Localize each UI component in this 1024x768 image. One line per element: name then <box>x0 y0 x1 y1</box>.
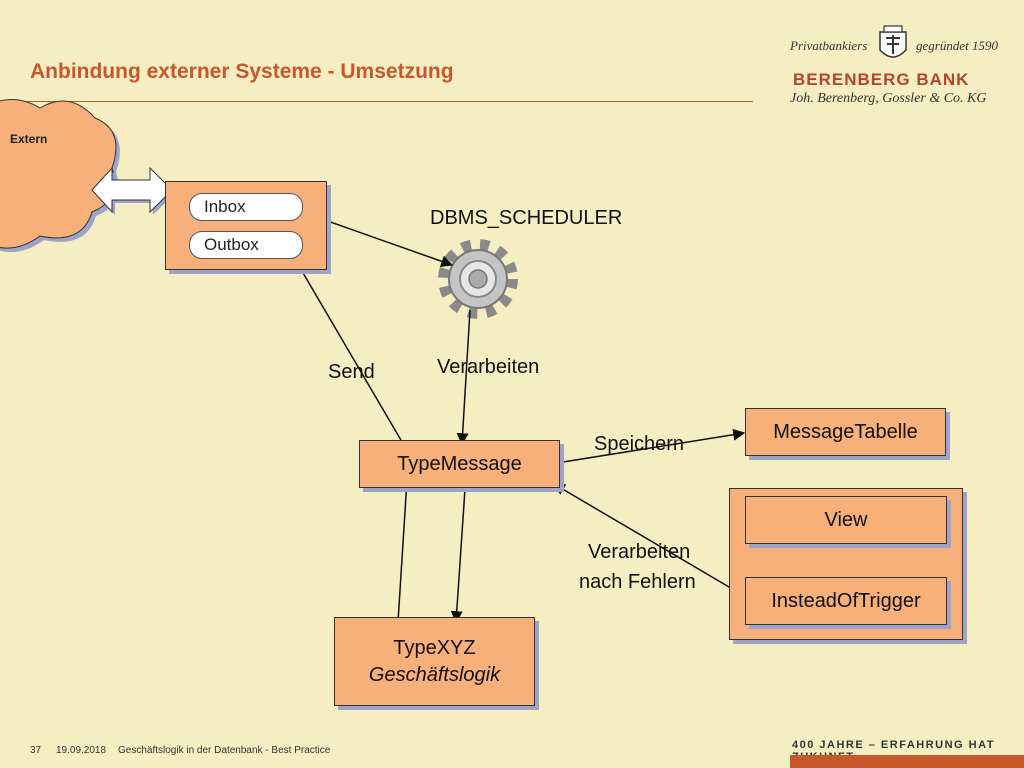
gear-icon <box>438 239 518 319</box>
instead-of-trigger-box: InsteadOfTrigger <box>745 577 947 625</box>
verarbeiten-fehler-label-2: nach Fehlern <box>579 571 696 593</box>
send-arrow <box>288 247 406 448</box>
xyz-to-typemessage-arrow <box>397 478 413 623</box>
slide-title: Anbindung externer Systeme - Umsetzung <box>30 60 454 83</box>
inbox-queue: Inbox <box>189 193 303 221</box>
view-box: View <box>745 496 947 544</box>
instead-of-trigger-label: InsteadOfTrigger <box>771 589 921 612</box>
type-message-box: TypeMessage <box>359 440 560 488</box>
title-divider <box>18 101 753 102</box>
geschaeftslogik-label: Geschäftslogik <box>368 663 501 686</box>
page-number: 37 <box>30 745 42 756</box>
verarbeiten-label: Verarbeiten <box>437 356 540 378</box>
type-message-label: TypeMessage <box>397 452 522 475</box>
type-xyz-box: TypeXYZ Geschäftslogik <box>334 617 535 706</box>
extern-cloud <box>0 99 120 253</box>
bank-tagline-left: Privatbankiers <box>790 38 868 53</box>
typemessage-to-xyz-arrow <box>450 488 466 624</box>
footer-text: Geschäftslogik in der Datenbank - Best P… <box>118 745 331 756</box>
bank-tagline-right: gegründet 1590 <box>916 38 998 53</box>
cloud-label: Extern <box>10 132 48 146</box>
message-tabelle-box: MessageTabelle <box>745 408 946 456</box>
view-label: View <box>824 508 868 531</box>
send-label: Send <box>328 361 375 383</box>
outbox-queue: Outbox <box>189 231 303 259</box>
speichern-label: Speichern <box>594 433 685 455</box>
footer-accent-stripe <box>790 755 1024 768</box>
bank-subtitle: Joh. Berenberg, Gossler & Co. KG <box>790 91 987 106</box>
inbox-label: Inbox <box>204 197 246 216</box>
type-xyz-label: TypeXYZ <box>393 636 476 659</box>
verarbeiten-arrow <box>456 309 471 446</box>
bank-name: BERENBERG BANK <box>793 70 970 89</box>
footer-date: 19.09.2018 <box>56 745 107 756</box>
fehler-arrow <box>552 483 747 598</box>
bank-crest-icon <box>879 25 907 58</box>
message-tabelle-label: MessageTabelle <box>773 420 918 443</box>
scheduler-label: DBMS_SCHEDULER <box>430 207 623 229</box>
speichern-arrow <box>562 428 746 463</box>
exchange-double-arrow <box>91 166 175 215</box>
outbox-label: Outbox <box>204 235 259 254</box>
verarbeiten-fehler-label-1: Verarbeiten <box>588 541 691 563</box>
